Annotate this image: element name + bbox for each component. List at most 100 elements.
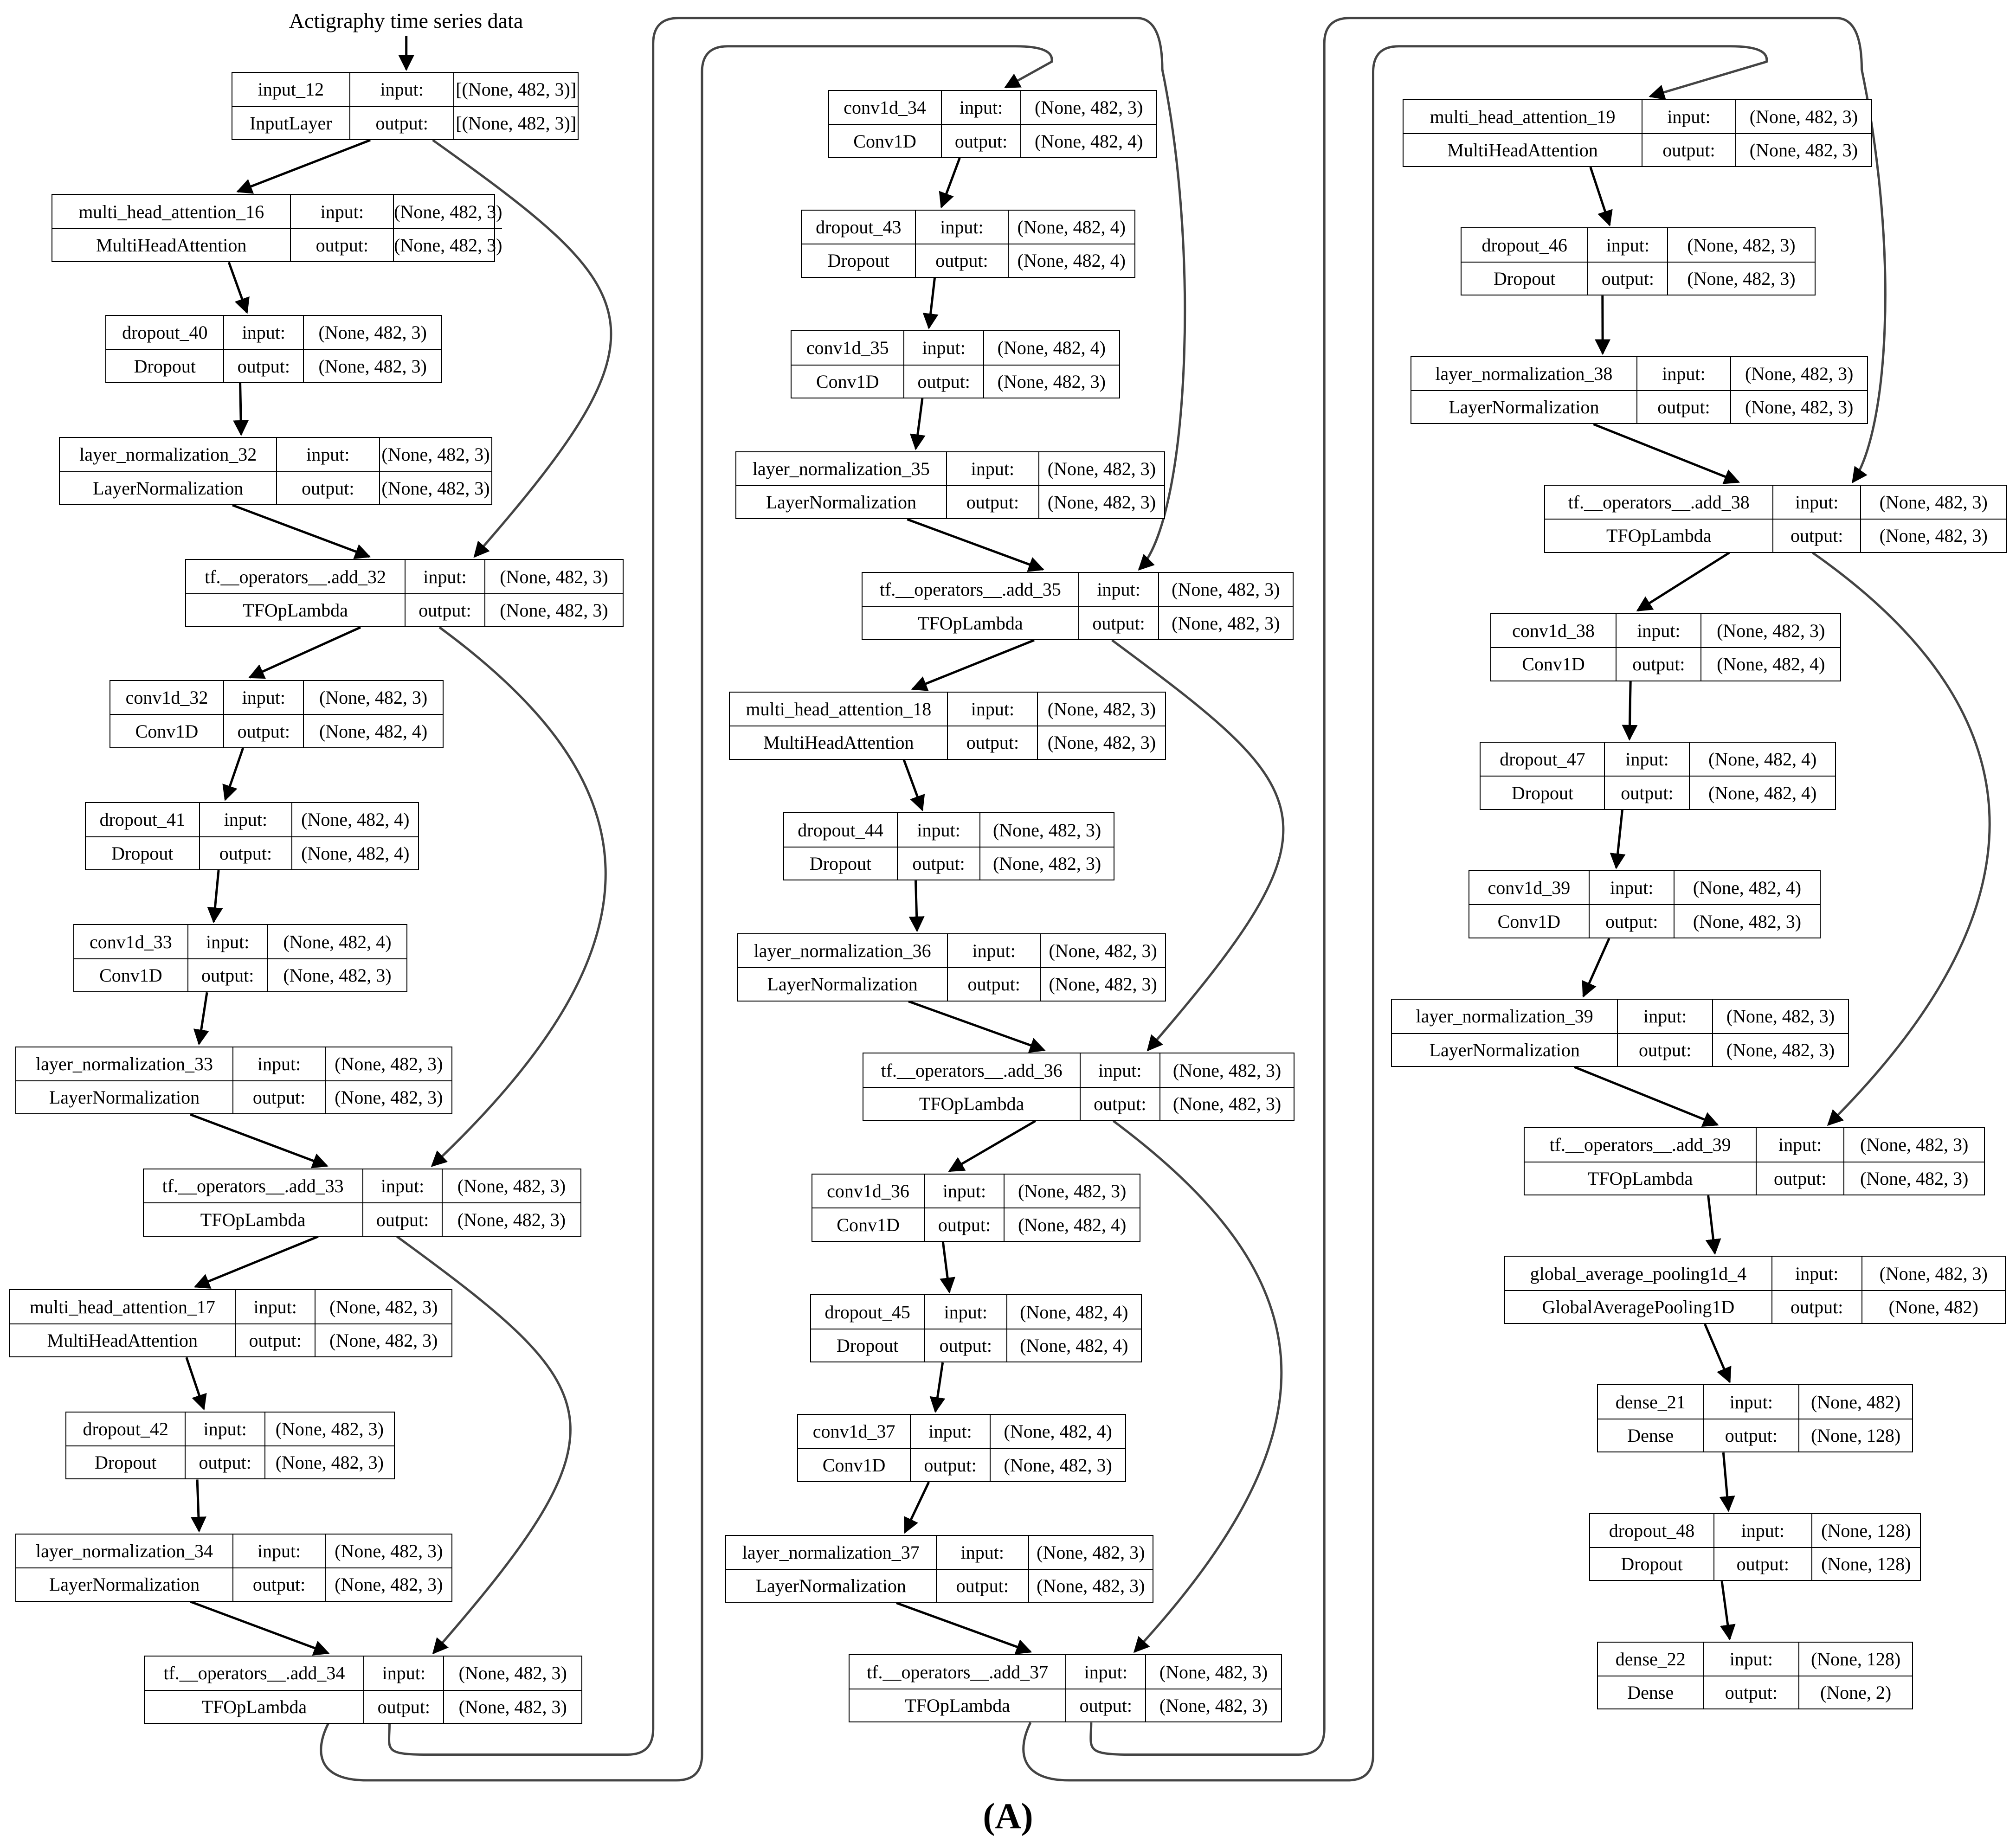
- output-label: output:: [946, 486, 1039, 519]
- output-shape: (None, 482, 4): [1689, 777, 1835, 809]
- output-shape: (None, 482, 3): [303, 350, 441, 382]
- layer-type: TFOpLambda: [200, 1209, 306, 1230]
- edge-ln33-to-add33: [190, 1113, 328, 1169]
- output-shape: (None, 128): [1798, 1419, 1912, 1452]
- output-label: output:: [1713, 1548, 1811, 1580]
- layer-name: dropout_41: [99, 809, 186, 830]
- input-shape: (None, 482, 3): [325, 1534, 451, 1568]
- output-shape: (None, 482, 3): [325, 1568, 451, 1601]
- edge-ln32-to-add32: [232, 504, 371, 559]
- input-shape: (None, 482, 3): [393, 195, 502, 228]
- edge-mha19-to-do46: [1589, 167, 1613, 227]
- output-shape: (None, 482, 3): [1145, 1689, 1281, 1722]
- layer-name: layer_normalization_37: [742, 1541, 920, 1563]
- layer-type: Conv1D: [1497, 911, 1561, 932]
- output-shape: (None, 482, 3): [264, 1446, 394, 1479]
- layer-type: Dense: [1627, 1425, 1674, 1446]
- layer-type: Dense: [1627, 1682, 1674, 1703]
- output-label: output:: [1589, 905, 1674, 938]
- layer-type: TFOpLambda: [1587, 1168, 1693, 1189]
- layer-name: conv1d_32: [125, 687, 208, 708]
- layer-type: LayerNormalization: [766, 492, 917, 513]
- output-label: output:: [276, 472, 379, 504]
- edge-add34-to-add35: [388, 17, 1186, 1756]
- output-label: output:: [1617, 1034, 1712, 1066]
- input-shape: (None, 482, 3): [264, 1412, 394, 1446]
- input-label: input:: [1617, 1000, 1712, 1033]
- layer-type: LayerNormalization: [93, 477, 244, 499]
- edge-mha16-to-do40: [227, 262, 250, 314]
- output-shape: (None, 482, 4): [1007, 244, 1134, 277]
- layer-name: tf.__operators__.add_38: [1568, 491, 1750, 513]
- output-label: output:: [915, 244, 1008, 277]
- output-label: output:: [199, 837, 292, 869]
- layer-type: MultiHeadAttention: [1447, 140, 1598, 161]
- output-label: output:: [1772, 520, 1860, 552]
- layer-name: layer_normalization_33: [35, 1053, 213, 1074]
- input-shape: (None, 482, 3): [1145, 1655, 1281, 1689]
- layer-name: conv1d_37: [812, 1421, 895, 1442]
- layer-type: MultiHeadAttention: [47, 1329, 198, 1351]
- edge-cv34-to-do43: [939, 157, 961, 209]
- input-shape: (None, 482, 4): [291, 803, 418, 836]
- output-shape: (None, 482, 3): [325, 1081, 451, 1114]
- layer-name: conv1d_36: [827, 1181, 909, 1202]
- input-label: input:: [947, 692, 1037, 726]
- layer-type: MultiHeadAttention: [763, 732, 914, 753]
- output-label: output:: [1641, 134, 1735, 167]
- input-label: input:: [946, 452, 1039, 486]
- layer-type: LayerNormalization: [49, 1087, 200, 1108]
- input-label: input:: [1587, 228, 1667, 262]
- edge-add33-to-add34: [396, 1235, 572, 1655]
- output-label: output:: [1604, 777, 1689, 809]
- input-shape: (None, 482, 3): [484, 560, 623, 593]
- layer-name: dropout_46: [1481, 234, 1567, 256]
- layer-name: layer_normalization_36: [754, 940, 931, 961]
- layer-name: conv1d_39: [1488, 877, 1571, 899]
- layer-type: Dropout: [837, 1335, 899, 1356]
- input-shape: (None, 482, 3): [303, 315, 441, 349]
- output-shape: [(None, 482, 3)]: [453, 107, 578, 140]
- edge-input_12-to-add32: [432, 139, 612, 558]
- input-shape: (None, 482, 3): [1730, 357, 1867, 390]
- output-label: output:: [290, 229, 393, 262]
- layer-name: dense_22: [1615, 1648, 1686, 1670]
- input-data-label: Actigraphy time series data: [289, 9, 523, 32]
- layer-name: dropout_44: [798, 819, 883, 841]
